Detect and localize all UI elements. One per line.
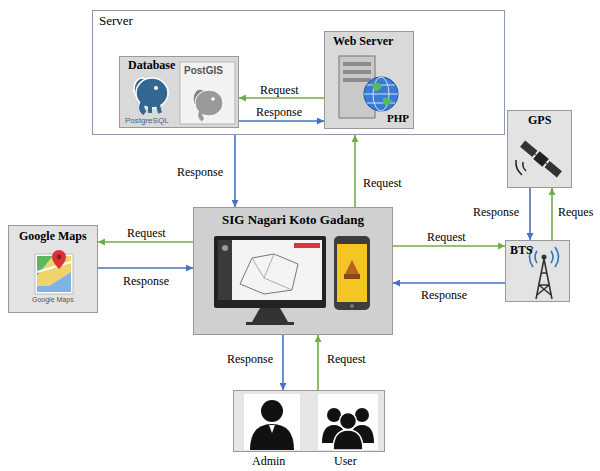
node-title: Google Maps xyxy=(19,230,87,244)
flow-arrow xyxy=(529,188,531,240)
flow-arrow xyxy=(354,135,356,207)
node-text: PostGIS xyxy=(184,65,223,77)
edge-label: Reques xyxy=(557,205,594,219)
flow-arrow xyxy=(393,245,505,247)
edge-label: Request xyxy=(426,230,467,244)
gps-box: GPS xyxy=(507,110,572,188)
node-title: Web Server xyxy=(333,35,393,49)
node-text: User xyxy=(334,455,357,469)
edge-label: Response xyxy=(420,288,468,302)
database-box: DatabasePostgreSQL PostGIS xyxy=(119,56,239,128)
flow-arrow xyxy=(239,97,324,99)
edge-label: Request xyxy=(326,352,367,366)
actors-box: AdminUser xyxy=(233,390,385,452)
bts-box: BTS xyxy=(505,240,570,302)
flow-arrow xyxy=(98,267,193,269)
flow-arrow xyxy=(393,282,505,284)
flow-arrow xyxy=(98,241,193,243)
flow-arrow xyxy=(234,135,236,207)
google-maps-box: Google MapsGoogle Maps xyxy=(8,225,98,313)
node-title: GPS xyxy=(528,114,551,128)
edge-label: Request xyxy=(259,83,300,97)
flow-arrow xyxy=(551,188,553,240)
edge-label: Request xyxy=(362,176,403,190)
edge-label: Response xyxy=(176,165,224,179)
app-screens xyxy=(194,208,394,336)
flow-arrow xyxy=(239,120,324,122)
flow-arrow xyxy=(282,335,284,390)
application-box: SIG Nagari Koto Gadang xyxy=(193,207,393,335)
edge-label: Response xyxy=(122,274,170,288)
flow-arrow xyxy=(317,335,319,390)
edge-label: Request xyxy=(126,226,167,240)
edge-label: Response xyxy=(255,105,303,119)
node-title: Admin xyxy=(252,455,285,469)
node-title: SIG Nagari Koto Gadang xyxy=(222,213,364,228)
node-text: Google Maps xyxy=(32,296,74,304)
edge-label: Response xyxy=(472,205,520,219)
node-title: Server xyxy=(99,14,133,29)
people-icons xyxy=(234,391,386,453)
node-title: Database xyxy=(128,59,175,73)
node-title: BTS xyxy=(510,244,533,258)
node-text: PHP xyxy=(387,112,409,125)
edge-label: Response xyxy=(226,352,274,366)
node-text: PostgreSQL xyxy=(125,116,169,125)
web-server-box: Web ServerPHP xyxy=(324,31,414,129)
